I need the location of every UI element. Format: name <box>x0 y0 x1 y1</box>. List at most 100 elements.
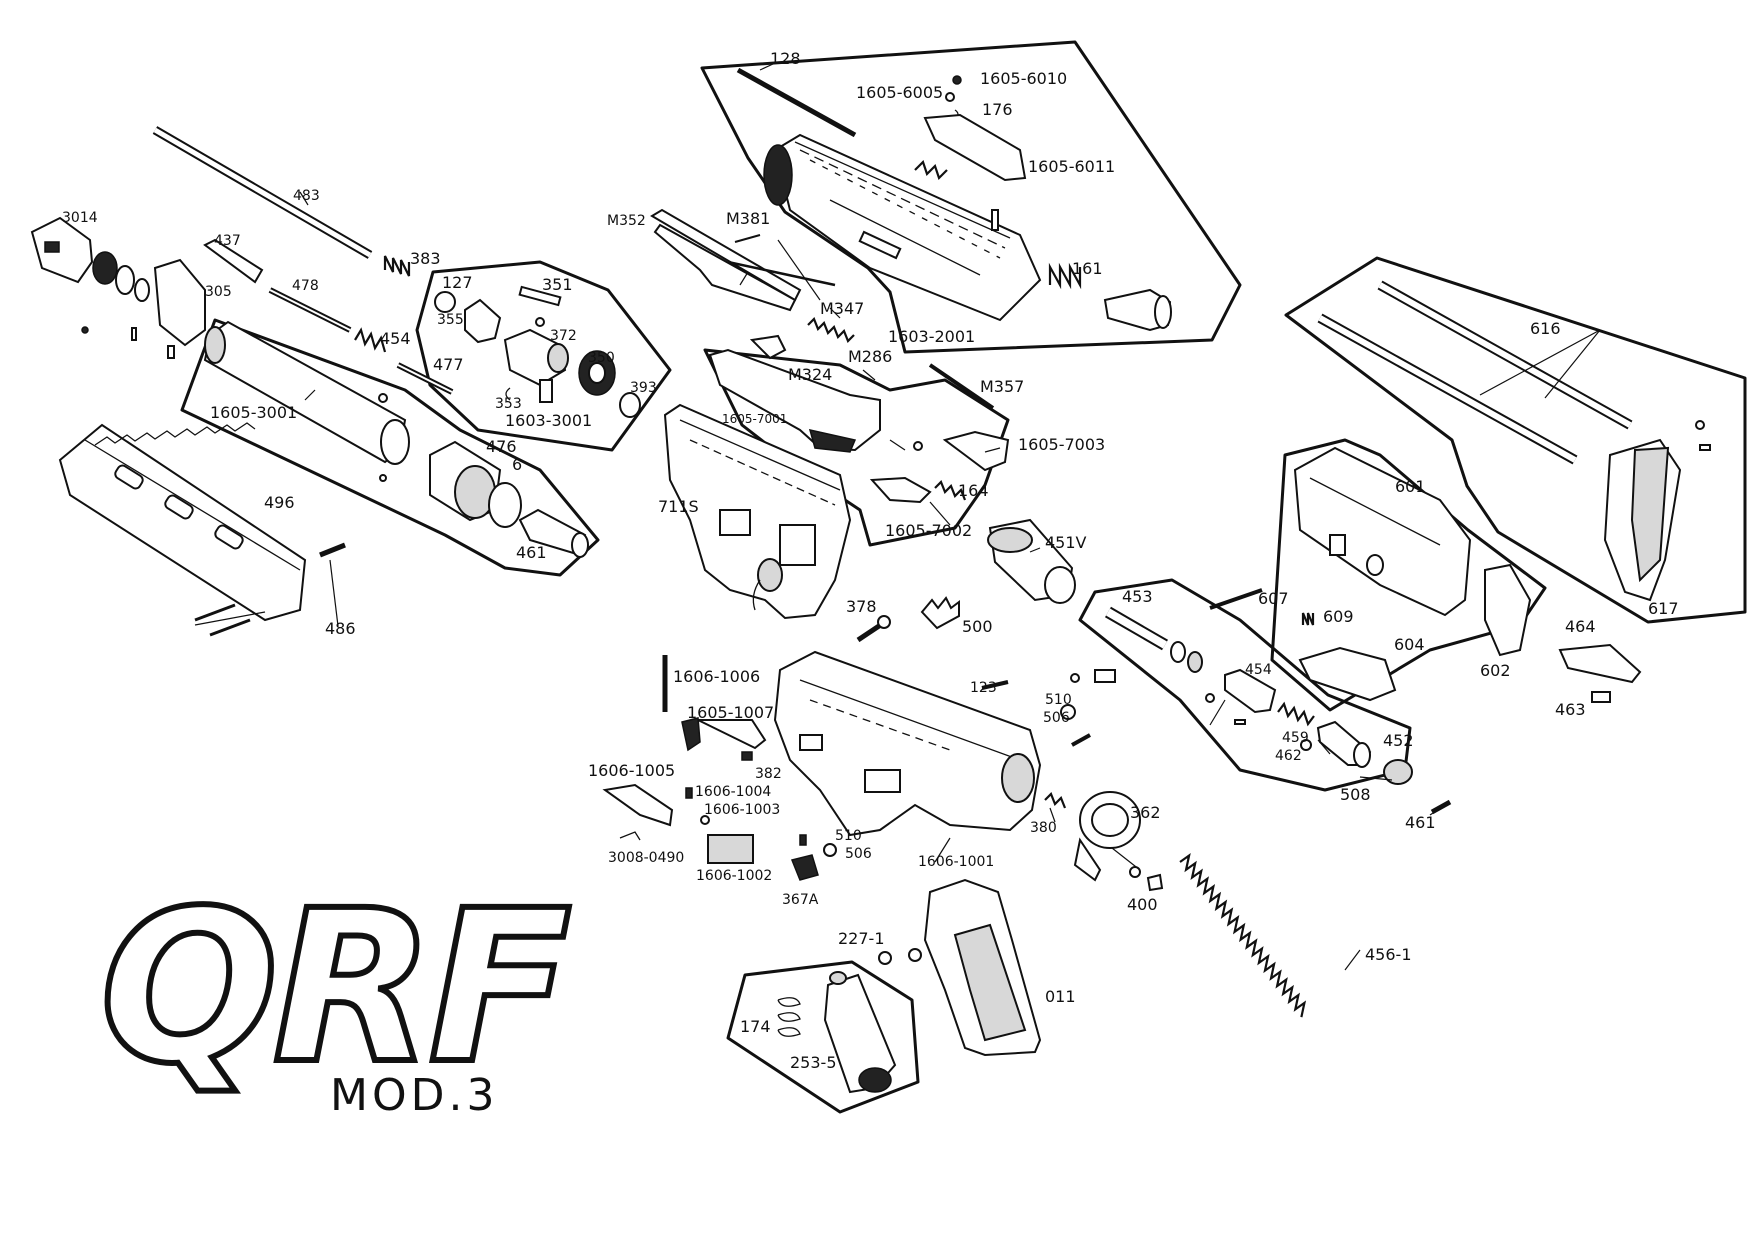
stock-body-601 <box>1293 446 1472 617</box>
part-353 <box>505 387 511 401</box>
part-400 <box>1129 866 1141 878</box>
label-483: 483 <box>293 188 320 204</box>
pistol-grip-011 <box>923 878 1042 1057</box>
spring-609 <box>1301 612 1315 626</box>
label-393: 393 <box>630 380 657 396</box>
label-601: 601 <box>1395 477 1426 496</box>
pin-378 <box>856 615 891 643</box>
part-602 <box>1484 563 1532 657</box>
part-500 <box>920 596 960 630</box>
label-1603-2001: 1603-2001 <box>888 327 975 346</box>
spring-174 <box>777 997 801 1037</box>
spring-383 <box>383 255 411 277</box>
ring-393 <box>619 392 641 418</box>
label-462: 462 <box>1275 748 1302 764</box>
label-452: 452 <box>1383 731 1414 750</box>
label-486: 486 <box>325 619 356 638</box>
label-127: 127 <box>442 273 473 292</box>
part-M324 <box>749 334 787 360</box>
label-M381: M381 <box>726 209 770 228</box>
part-1606-1002 <box>707 834 754 864</box>
label-M347: M347 <box>820 299 864 318</box>
label-609: 609 <box>1323 607 1354 626</box>
leader-lines <box>194 63 1601 971</box>
part-463 <box>1591 691 1611 703</box>
label-510-right: 510 <box>1045 692 1072 708</box>
label-1606-1003: 1606-1003 <box>704 802 780 818</box>
label-454-buffer: 454 <box>1245 662 1272 678</box>
label-372: 372 <box>550 328 577 344</box>
part-461-front <box>518 508 589 558</box>
label-123: 123 <box>970 680 997 696</box>
label-454-front: 454 <box>380 329 411 348</box>
label-1605-7002: 1605-7002 <box>885 521 972 540</box>
label-227-1: 227-1 <box>838 929 885 948</box>
ring-127 <box>434 291 456 313</box>
end-plate-362 <box>1073 791 1141 882</box>
charging-handle-1605-6011 <box>923 113 1027 182</box>
part-M352-body <box>653 223 797 312</box>
label-3014: 3014 <box>62 210 98 226</box>
part-506-right <box>1060 704 1076 720</box>
stock-group-outline <box>1284 256 1747 624</box>
label-1605-7001: 1605-7001 <box>722 412 787 426</box>
muzzle-3014 <box>30 216 150 302</box>
part-M381 <box>734 234 761 243</box>
label-1605-6010: 1605-6010 <box>980 69 1067 88</box>
part-351 <box>518 285 562 307</box>
logo-model-text: MOD.3 <box>330 1070 498 1121</box>
label-1605-6005: 1605-6005 <box>856 83 943 102</box>
label-1605-1007: 1605-1007 <box>687 703 774 722</box>
label-M324: M324 <box>788 365 832 384</box>
part-355 <box>464 298 502 344</box>
upper-receiver-1603-2001 <box>763 133 1042 322</box>
motor-253-5 <box>823 971 897 1094</box>
part-506-lower <box>823 843 837 857</box>
label-461-rear: 461 <box>1405 813 1436 832</box>
label-350: 350 <box>588 350 615 366</box>
label-506-lower: 506 <box>845 846 872 862</box>
pin-437 <box>203 238 264 284</box>
lower-small-parts <box>602 655 1164 892</box>
part-3008-0490 <box>619 831 641 841</box>
part-454-buffer <box>1224 668 1277 714</box>
stock-parts <box>1209 280 1711 703</box>
label-128: 128 <box>770 49 801 68</box>
label-M352: M352 <box>607 213 646 229</box>
label-711S: 711S <box>658 497 699 516</box>
label-382: 382 <box>755 766 782 782</box>
label-305: 305 <box>205 284 232 300</box>
ring-6 <box>488 482 522 528</box>
part-1606-1004 <box>685 787 693 799</box>
cylinder-451V <box>987 518 1076 604</box>
label-477: 477 <box>433 355 464 374</box>
label-1603-3001: 1603-3001 <box>505 411 592 430</box>
label-478: 478 <box>292 278 319 294</box>
label-602: 602 <box>1480 661 1511 680</box>
front-barrel-parts <box>30 126 454 395</box>
outer-barrel-group-outline <box>180 318 600 577</box>
spring-M286 <box>807 317 855 343</box>
label-453: 453 <box>1122 587 1153 606</box>
label-355: 355 <box>437 312 464 328</box>
label-1605-7003: 1605-7003 <box>1018 435 1105 454</box>
stock-body-group-outline <box>1270 438 1547 712</box>
label-380: 380 <box>1030 820 1057 836</box>
label-607: 607 <box>1258 589 1289 608</box>
label-459: 459 <box>1282 730 1309 746</box>
motor-group-outline <box>726 960 920 1114</box>
plate-464 <box>1558 643 1642 684</box>
label-510-lower: 510 <box>835 828 862 844</box>
label-6: 6 <box>512 455 522 474</box>
rod-M347 <box>727 260 836 287</box>
spring-161 <box>1048 262 1082 290</box>
label-M357: M357 <box>980 377 1024 396</box>
label-1606-1001: 1606-1001 <box>918 854 994 870</box>
label-351: 351 <box>542 275 573 294</box>
label-400: 400 <box>1127 895 1158 914</box>
part-1605-1007 <box>681 717 701 752</box>
spring-upper <box>914 159 948 181</box>
pin-510-lower <box>799 834 807 846</box>
ring-462 <box>1300 739 1312 751</box>
part-508 <box>1383 759 1413 785</box>
